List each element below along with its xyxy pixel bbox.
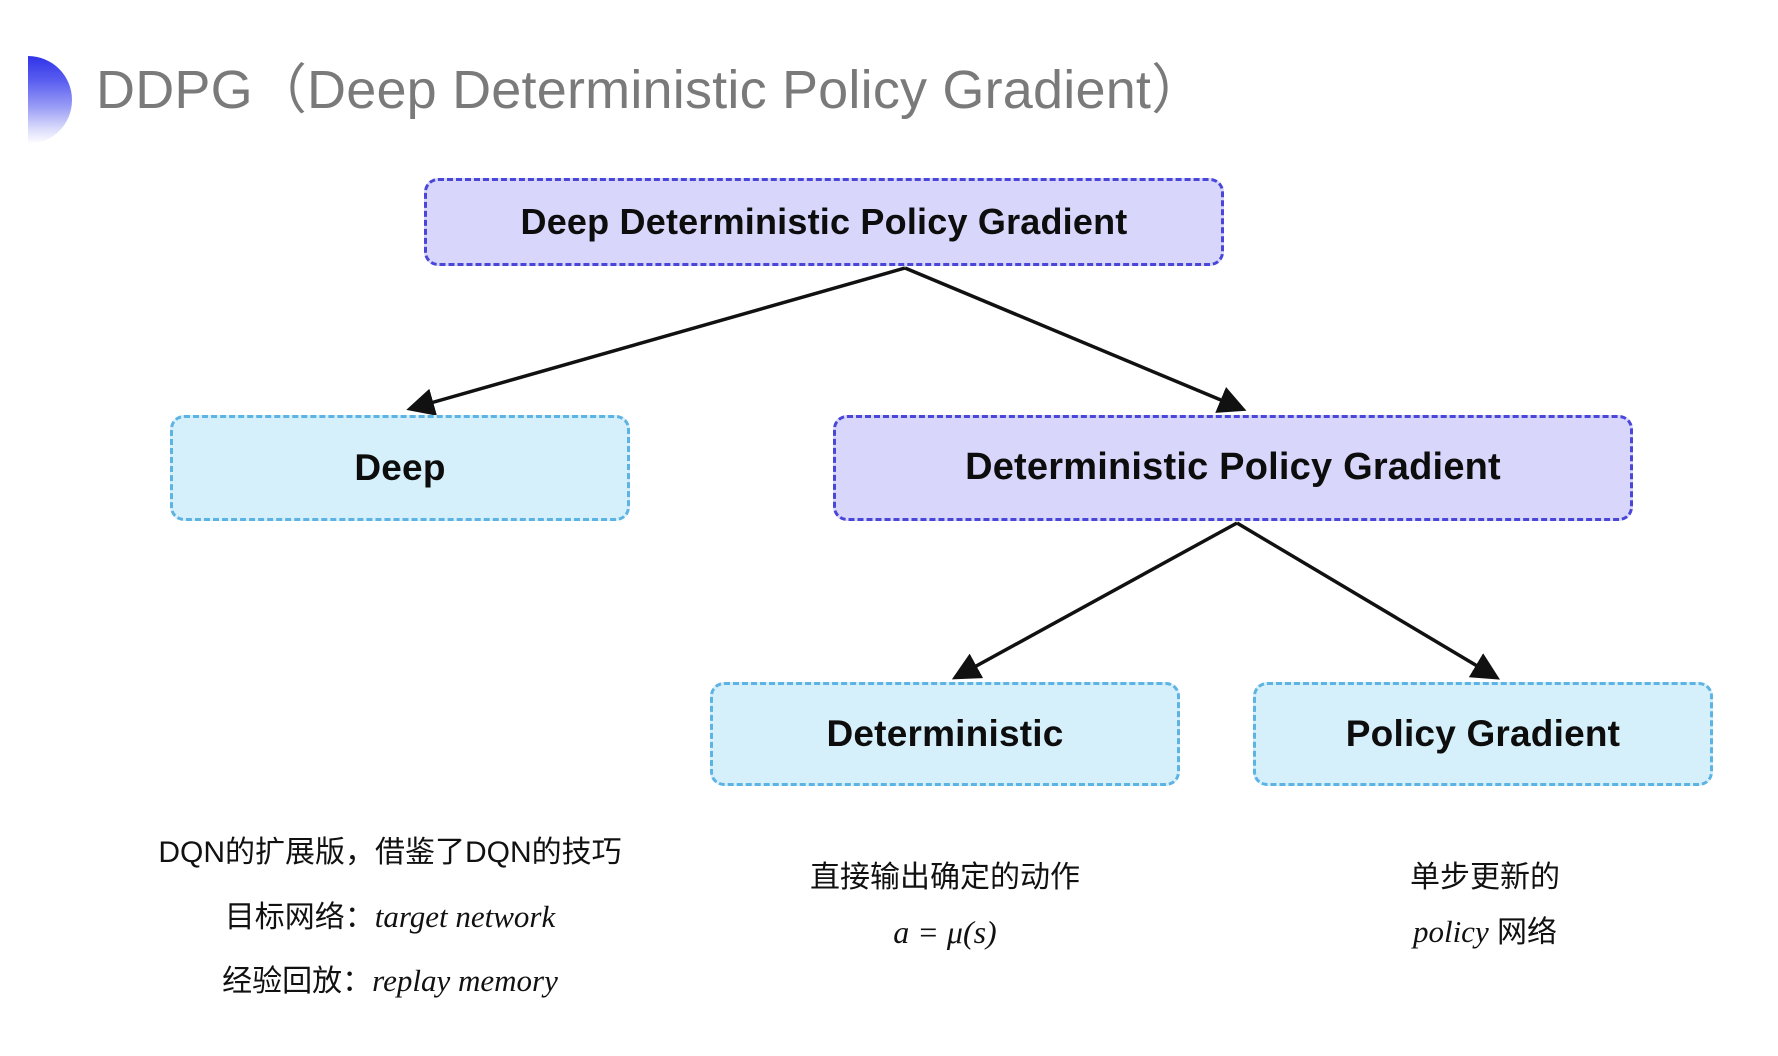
caption-deterministic-line1: 直接输出确定的动作 bbox=[810, 861, 1080, 894]
caption-policy-gradient-line1: 单步更新的 bbox=[1410, 861, 1560, 894]
node-deterministic[interactable]: Deterministic bbox=[710, 682, 1180, 786]
caption-deep-line2-label: 目标网络： bbox=[224, 900, 375, 934]
node-label: Deep bbox=[354, 446, 446, 488]
caption-deterministic-formula: a = μ(s) bbox=[893, 913, 997, 950]
caption-deep-line3-label: 经验回放： bbox=[222, 965, 373, 998]
caption-policy-gradient: 单步更新的 policy 网络 bbox=[1250, 855, 1720, 962]
node-label: Deterministic bbox=[826, 712, 1064, 754]
caption-deep-line2-term: target network bbox=[374, 898, 556, 934]
caption-deep-line2: 目标网络：target network bbox=[120, 893, 660, 942]
gradient-halfcircle-icon bbox=[28, 56, 72, 144]
connector-root-to-deep bbox=[406, 266, 906, 416]
node-deep[interactable]: Deep bbox=[170, 415, 630, 521]
caption-policy-gradient-suffix: 网络 bbox=[1488, 915, 1558, 949]
node-label: Policy Gradient bbox=[1345, 712, 1621, 754]
caption-policy-gradient-line2: policy 网络 bbox=[1250, 908, 1720, 957]
connector-root-to-dpg bbox=[904, 266, 1247, 413]
node-deterministic-policy-gradient[interactable]: Deterministic Policy Gradient bbox=[833, 415, 1633, 521]
page-title: DDPG（Deep Deterministic Policy Gradient） bbox=[96, 60, 1206, 120]
connector-dpg-to-policy-gradient bbox=[1236, 521, 1501, 680]
caption-deterministic: 直接输出确定的动作 a = μ(s) bbox=[705, 855, 1185, 963]
connector-dpg-to-deterministic bbox=[951, 521, 1238, 680]
caption-deep-line1: DQN的扩展版，借鉴了DQN的技巧 bbox=[158, 836, 622, 869]
node-label: Deep Deterministic Policy Gradient bbox=[520, 201, 1128, 243]
node-policy-gradient[interactable]: Policy Gradient bbox=[1253, 682, 1713, 786]
caption-policy-gradient-term: policy bbox=[1412, 913, 1489, 949]
node-label: Deterministic Policy Gradient bbox=[965, 446, 1501, 489]
caption-deep-line3-term: replay memory bbox=[372, 963, 558, 998]
caption-deep: DQN的扩展版，借鉴了DQN的技巧 目标网络：target network 经验… bbox=[120, 830, 660, 1022]
node-deep-deterministic-policy-gradient[interactable]: Deep Deterministic Policy Gradient bbox=[424, 178, 1224, 266]
caption-deep-line3: 经验回放：replay memory bbox=[120, 957, 660, 1006]
